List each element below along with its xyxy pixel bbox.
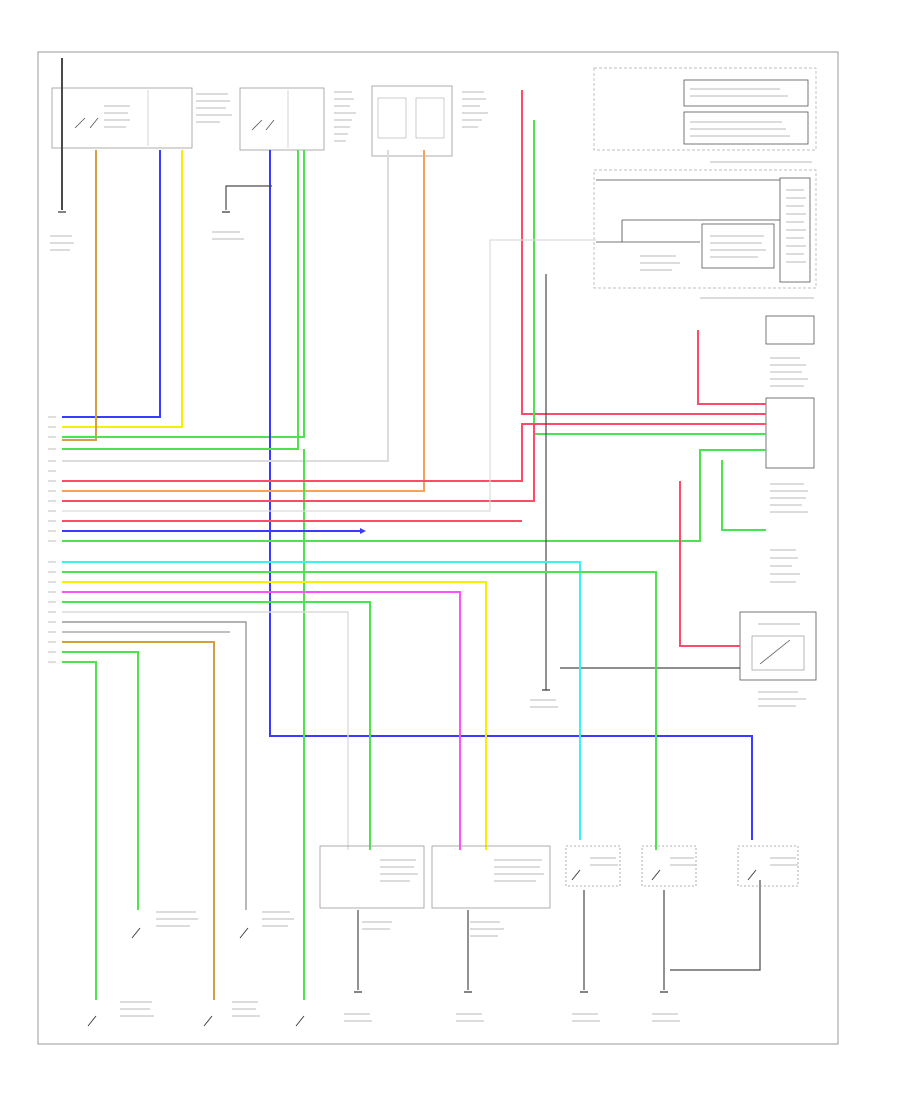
ground-labels — [50, 231, 680, 1022]
component-label-lines — [462, 91, 488, 128]
wire-blue-1 — [62, 150, 161, 418]
wire-orange-1 — [62, 150, 425, 492]
wire-magenta-1 — [62, 591, 461, 850]
wire-tan-1 — [62, 150, 97, 441]
wire-gray-2 — [62, 621, 247, 910]
top-right-indicator-module — [593, 67, 817, 151]
lower-label-lines — [120, 857, 798, 1017]
fuse-relay-box — [371, 85, 488, 157]
hood-switch-box — [641, 845, 697, 887]
wire-red-2 — [62, 423, 766, 482]
wire-cyan-1 — [62, 561, 581, 840]
wire-green-10 — [62, 661, 97, 1000]
wire-red-5 — [697, 330, 766, 405]
left-power-mirror-switch — [51, 87, 232, 149]
switch-module-right — [739, 611, 817, 707]
trunk-switch-box — [565, 845, 621, 887]
ground-symbols — [58, 211, 668, 993]
wire-white-2 — [62, 239, 596, 512]
component-label-lines — [104, 93, 232, 128]
wire-green-6 — [721, 460, 766, 531]
mirror-selector-switch — [239, 87, 356, 151]
wire-red-6 — [679, 481, 740, 647]
wire-yellow-2 — [62, 581, 487, 850]
left-connector-ticks — [48, 416, 56, 663]
wire-yellow-1 — [62, 150, 183, 428]
right-door-switch-box — [431, 845, 551, 909]
right-small-box — [765, 315, 815, 387]
switch-symbol — [74, 117, 99, 129]
wire-black-9 — [670, 880, 761, 971]
wire-black-2 — [225, 185, 272, 210]
component-label-lines — [334, 91, 356, 142]
wire-red-3 — [62, 424, 535, 502]
lower-components — [319, 845, 799, 909]
wire-green-2 — [62, 150, 299, 450]
wire-white-1 — [62, 150, 389, 462]
wire-green-9 — [62, 651, 139, 910]
wire-green-7 — [62, 571, 657, 850]
wire-green-5 — [62, 449, 766, 542]
left-door-switch-box — [319, 845, 425, 909]
connector-block-right — [765, 397, 815, 583]
wires — [61, 58, 766, 1000]
diagram-border — [37, 51, 839, 1045]
wire-red-1 — [521, 90, 766, 415]
wire-blue-2 — [269, 150, 753, 840]
door-switch-symbols — [87, 869, 757, 1027]
wire-tan-2 — [62, 641, 215, 1000]
arrow-icon — [360, 528, 366, 534]
wire-green-4 — [533, 120, 766, 435]
wire-green-8 — [62, 601, 371, 850]
security-control-module — [593, 161, 817, 299]
key-switch-box — [737, 845, 799, 887]
wire-white-3 — [62, 611, 349, 850]
wire-green-1 — [62, 150, 305, 438]
